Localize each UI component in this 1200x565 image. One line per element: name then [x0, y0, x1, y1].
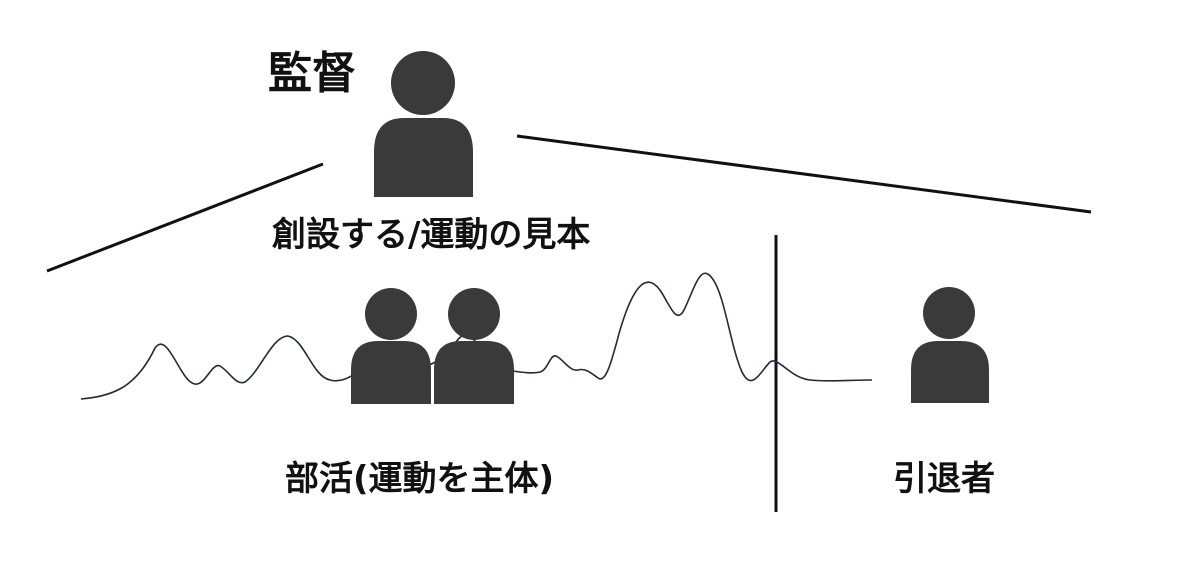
- retired-label: 引退者: [893, 459, 995, 499]
- club-member-person-icon: [351, 288, 431, 404]
- founder-role-label: 創設する/運動の見本: [272, 215, 591, 255]
- supervisor-label: 監督: [268, 48, 356, 99]
- club-member-person-icon: [434, 288, 514, 404]
- activity-wave-line: [80, 272, 873, 400]
- left-branch-line: [46, 162, 324, 273]
- supervisor-person-icon: [374, 51, 473, 197]
- retired-person-icon: [911, 287, 989, 403]
- right-branch-line: [516, 134, 1092, 214]
- club-label: 部活(運動を主体): [285, 459, 555, 499]
